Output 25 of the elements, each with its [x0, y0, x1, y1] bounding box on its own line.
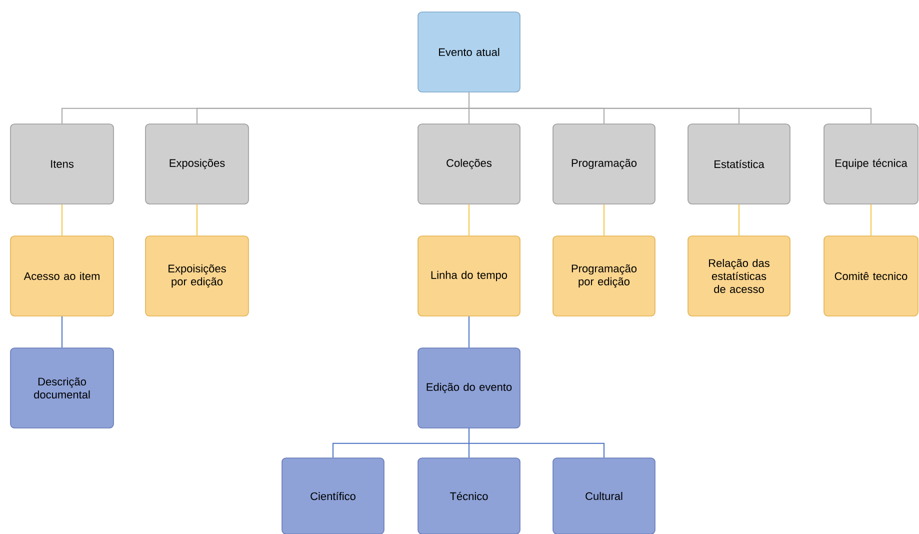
org-box: Programação [552, 124, 656, 204]
org-box: Descrição documental [10, 348, 114, 428]
org-box: Linha do tempo [418, 236, 520, 316]
org-box: Acesso ao item [10, 236, 114, 316]
connector-line [468, 92, 872, 124]
org-box: Coleções [418, 124, 520, 204]
connector-line [738, 204, 740, 236]
org-box: Programação por edição [552, 236, 656, 316]
org-box: Estatística [688, 124, 790, 204]
org-box: Comitê tecnico [824, 236, 918, 316]
org-box: Expoisições por edição [145, 236, 249, 316]
org-box: Edição do evento [418, 348, 520, 428]
org-box: Científico [282, 458, 384, 534]
org-box: Relação das estatísticas de acesso [688, 236, 790, 316]
org-box: Evento atual [418, 12, 520, 92]
connector-line [468, 316, 470, 348]
connector-line [196, 204, 198, 236]
connector-line [468, 204, 470, 236]
connector-line [468, 428, 604, 458]
org-box: Itens [10, 124, 114, 204]
org-box: Equipe técnica [824, 124, 918, 204]
org-box: Cultural [552, 458, 656, 534]
org-box: Exposições [145, 124, 249, 204]
connector-line [870, 204, 872, 236]
org-box: Técnico [418, 458, 520, 534]
